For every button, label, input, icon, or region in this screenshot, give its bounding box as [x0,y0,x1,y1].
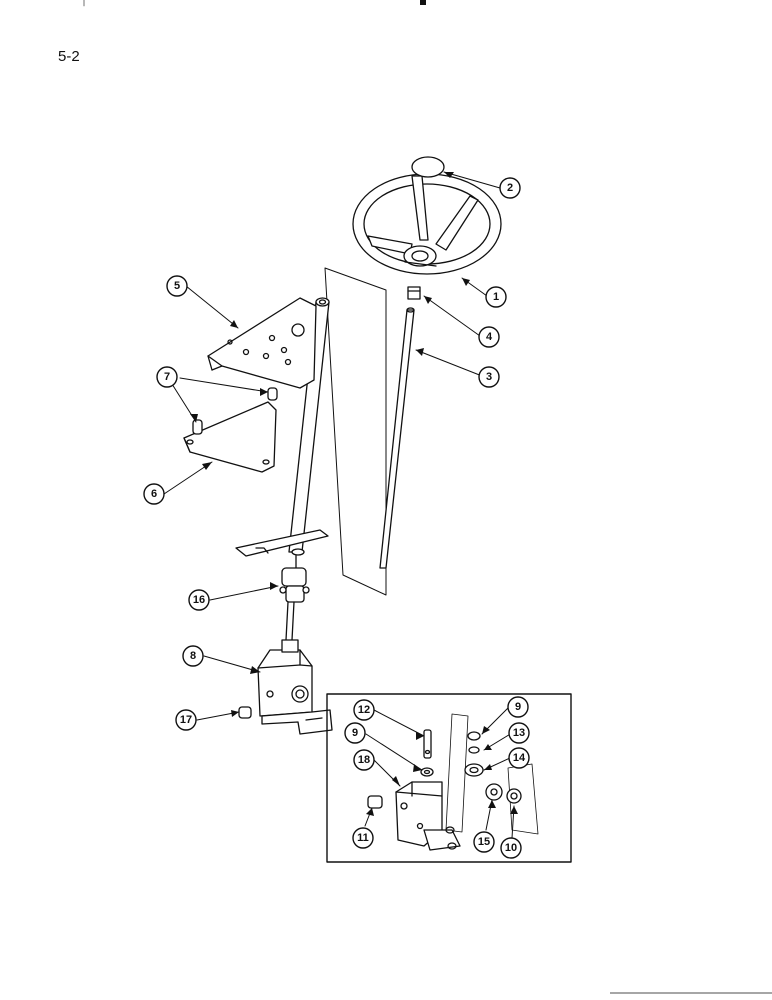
steering-wheel [352,173,502,275]
wheel-nut [407,286,421,300]
callout-16: 16 [193,594,205,606]
top-mark [420,0,426,5]
callout-4: 4 [486,331,493,343]
horn-cap [411,156,445,178]
steering-shaft [379,307,415,569]
callout-9-left: 9 [352,727,358,739]
callout-9-top: 9 [515,701,521,713]
detail-pin [420,729,434,777]
universal-joint [279,555,310,641]
support-bracket [207,297,317,389]
callout-11: 11 [357,832,369,844]
callout-2: 2 [507,182,513,194]
steering-valve [257,639,333,735]
callout-14: 14 [513,752,526,764]
callout-7: 7 [164,371,170,383]
pivot-pins [192,387,278,435]
callout-5: 5 [174,280,180,292]
arrowheads [190,172,518,816]
hinge-bracket [183,401,277,473]
detail-fitting-stack [464,731,522,804]
callout-10: 10 [505,842,517,854]
page-number: 5-2 [58,48,80,65]
callout-17: 17 [180,714,192,726]
callout-8: 8 [190,650,196,662]
mounting-flange [235,529,329,557]
callout-6: 6 [151,488,157,500]
callout-18: 18 [358,754,370,766]
callout-circles [143,177,530,859]
callout-12: 12 [358,704,370,716]
callout-15: 15 [478,836,490,848]
valve-plug [238,706,252,719]
callout-3: 3 [486,371,492,383]
detail-box [326,693,572,863]
detail-plug [367,795,383,809]
callout-1: 1 [493,291,499,303]
detail-valve-body [395,781,461,851]
callout-13: 13 [513,727,525,739]
reference-panel [324,267,387,596]
